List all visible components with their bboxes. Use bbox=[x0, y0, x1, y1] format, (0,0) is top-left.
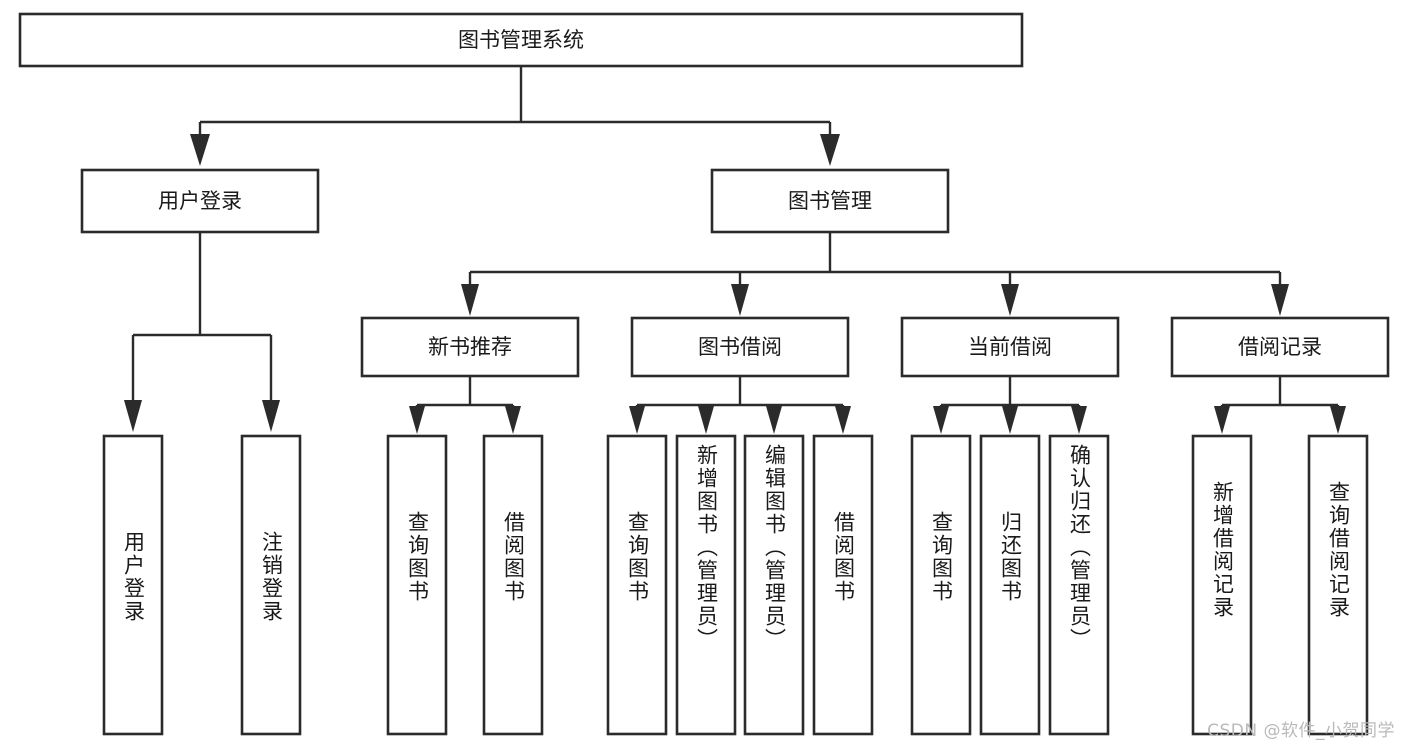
arrow-head-leaf-query-book-1 bbox=[409, 406, 425, 434]
arrow-head-leaf-borrow-book-1 bbox=[505, 406, 521, 434]
connector-group-borrow-record bbox=[1214, 376, 1346, 434]
arrow-head-leaf-query-book-3 bbox=[933, 406, 949, 434]
arrow-head-new-book-recommend bbox=[461, 284, 479, 316]
arrow-head-user-login bbox=[190, 134, 210, 166]
arrow-head-leaf-query-book-2 bbox=[629, 406, 645, 434]
node-new-book-recommend[interactable]: 新书推荐 bbox=[360, 316, 580, 378]
leaf-query-book-1-cell[interactable]: 查询图书 bbox=[388, 436, 446, 734]
leaf-user-login-box[interactable] bbox=[102, 434, 164, 736]
arrow-head-leaf-edit-book bbox=[766, 406, 782, 434]
arrow-head-borrow-record bbox=[1271, 284, 1289, 316]
leaf-query-record-label: 查询借阅记录 bbox=[1326, 481, 1351, 619]
leaf-box-group bbox=[102, 434, 1369, 736]
leaf-user-login-cell[interactable]: 用户登录 bbox=[104, 436, 162, 734]
leaf-confirm-return-box[interactable] bbox=[1048, 434, 1110, 736]
connector-group-book-borrow bbox=[629, 376, 851, 434]
leaf-borrow-book-2-label: 借阅图书 bbox=[831, 511, 856, 603]
node-book-management[interactable]: 图书管理 bbox=[710, 168, 950, 234]
leaf-borrow-book-1-cell[interactable]: 借阅图书 bbox=[484, 436, 542, 734]
leaf-add-record-box[interactable] bbox=[1191, 434, 1253, 736]
arrow-head-current-borrow bbox=[1001, 284, 1019, 316]
connector-group-book-management bbox=[461, 232, 1289, 316]
connector-group-current-borrow bbox=[933, 376, 1087, 434]
arrow-head-leaf-add-record bbox=[1214, 406, 1230, 434]
node-user-login-label: 用户登录 bbox=[158, 189, 242, 213]
node-root-label: 图书管理系统 bbox=[458, 28, 584, 52]
leaf-edit-book-box[interactable] bbox=[743, 434, 805, 736]
connector-group-new-book-recommend bbox=[409, 376, 521, 434]
node-new-book-recommend-box[interactable] bbox=[360, 316, 580, 378]
leaf-query-book-1-label: 查询图书 bbox=[405, 511, 430, 603]
node-current-borrow-label: 当前借阅 bbox=[968, 335, 1052, 359]
node-borrow-record-box[interactable] bbox=[1170, 316, 1390, 378]
arrow-head-leaf-return-book bbox=[1002, 406, 1018, 434]
leaf-add-book-box[interactable] bbox=[675, 434, 737, 736]
node-book-borrow[interactable]: 图书借阅 bbox=[630, 316, 850, 378]
leaf-query-book-3-cell[interactable]: 查询图书 bbox=[912, 436, 970, 734]
leaf-add-book-cell[interactable]: 新增图书（管理员） bbox=[677, 436, 735, 734]
leaf-add-book-label: 新增图书（管理员） bbox=[694, 444, 719, 651]
leaf-logout-box[interactable] bbox=[240, 434, 302, 736]
node-borrow-record-label: 借阅记录 bbox=[1238, 335, 1322, 359]
leaf-confirm-return-cell[interactable]: 确认归还（管理员） bbox=[1050, 436, 1108, 734]
leaf-query-book-2-cell[interactable]: 查询图书 bbox=[608, 436, 666, 734]
arrow-head-leaf-borrow-book-2 bbox=[835, 406, 851, 434]
node-book-borrow-box[interactable] bbox=[630, 316, 850, 378]
node-root[interactable]: 图书管理系统 bbox=[18, 12, 1024, 68]
node-book-borrow-label: 图书借阅 bbox=[698, 335, 782, 359]
arrow-head-leaf-logout bbox=[262, 400, 280, 432]
csdn-watermark: CSDN @软件_小贺同学 bbox=[1207, 721, 1395, 741]
connector-group-root bbox=[190, 66, 840, 166]
leaf-edit-book-label: 编辑图书（管理员） bbox=[762, 444, 787, 651]
node-user-login[interactable]: 用户登录 bbox=[80, 168, 320, 234]
leaf-return-book-cell[interactable]: 归还图书 bbox=[981, 436, 1039, 734]
leaf-query-book-1-box[interactable] bbox=[386, 434, 448, 736]
leaf-logout-cell[interactable]: 注销登录 bbox=[242, 436, 300, 734]
node-new-book-recommend-label: 新书推荐 bbox=[428, 335, 512, 359]
arrow-head-leaf-confirm-return bbox=[1071, 406, 1087, 434]
leaf-borrow-book-2-cell[interactable]: 借阅图书 bbox=[814, 436, 872, 734]
node-root-box[interactable] bbox=[18, 12, 1024, 68]
leaf-query-book-2-box[interactable] bbox=[606, 434, 668, 736]
arrow-head-leaf-user-login bbox=[124, 400, 142, 432]
node-borrow-record[interactable]: 借阅记录 bbox=[1170, 316, 1390, 378]
node-user-login-box[interactable] bbox=[80, 168, 320, 234]
arrow-head-leaf-query-record bbox=[1330, 406, 1346, 434]
leaf-query-book-3-box[interactable] bbox=[910, 434, 972, 736]
leaf-query-record-cell[interactable]: 查询借阅记录 bbox=[1309, 436, 1367, 734]
leaf-add-record-label: 新增借阅记录 bbox=[1210, 481, 1235, 619]
leaf-query-record-box[interactable] bbox=[1307, 434, 1369, 736]
leaf-confirm-return-label: 确认归还（管理员） bbox=[1067, 444, 1092, 651]
node-current-borrow[interactable]: 当前借阅 bbox=[900, 316, 1120, 378]
leaf-borrow-book-1-label: 借阅图书 bbox=[501, 511, 526, 603]
arrow-head-book-borrow bbox=[731, 284, 749, 316]
leaf-logout-label: 注销登录 bbox=[259, 531, 284, 623]
leaf-edit-book-cell[interactable]: 编辑图书（管理员） bbox=[745, 436, 803, 734]
arrow-head-book-management bbox=[820, 134, 840, 166]
leaf-return-book-box[interactable] bbox=[979, 434, 1041, 736]
leaf-add-record-cell[interactable]: 新增借阅记录 bbox=[1193, 436, 1251, 734]
leaf-borrow-book-2-box[interactable] bbox=[812, 434, 874, 736]
leaf-query-book-3-label: 查询图书 bbox=[929, 511, 954, 603]
node-book-management-label: 图书管理 bbox=[788, 189, 872, 213]
leaf-user-login-label: 用户登录 bbox=[121, 531, 146, 623]
node-current-borrow-box[interactable] bbox=[900, 316, 1120, 378]
leaf-return-book-label: 归还图书 bbox=[998, 511, 1023, 603]
leaf-borrow-book-1-box[interactable] bbox=[482, 434, 544, 736]
arrow-head-leaf-add-book bbox=[698, 406, 714, 434]
node-book-management-box[interactable] bbox=[710, 168, 950, 234]
leaf-query-book-2-label: 查询图书 bbox=[625, 511, 650, 603]
connector-group-user-login bbox=[124, 232, 280, 432]
